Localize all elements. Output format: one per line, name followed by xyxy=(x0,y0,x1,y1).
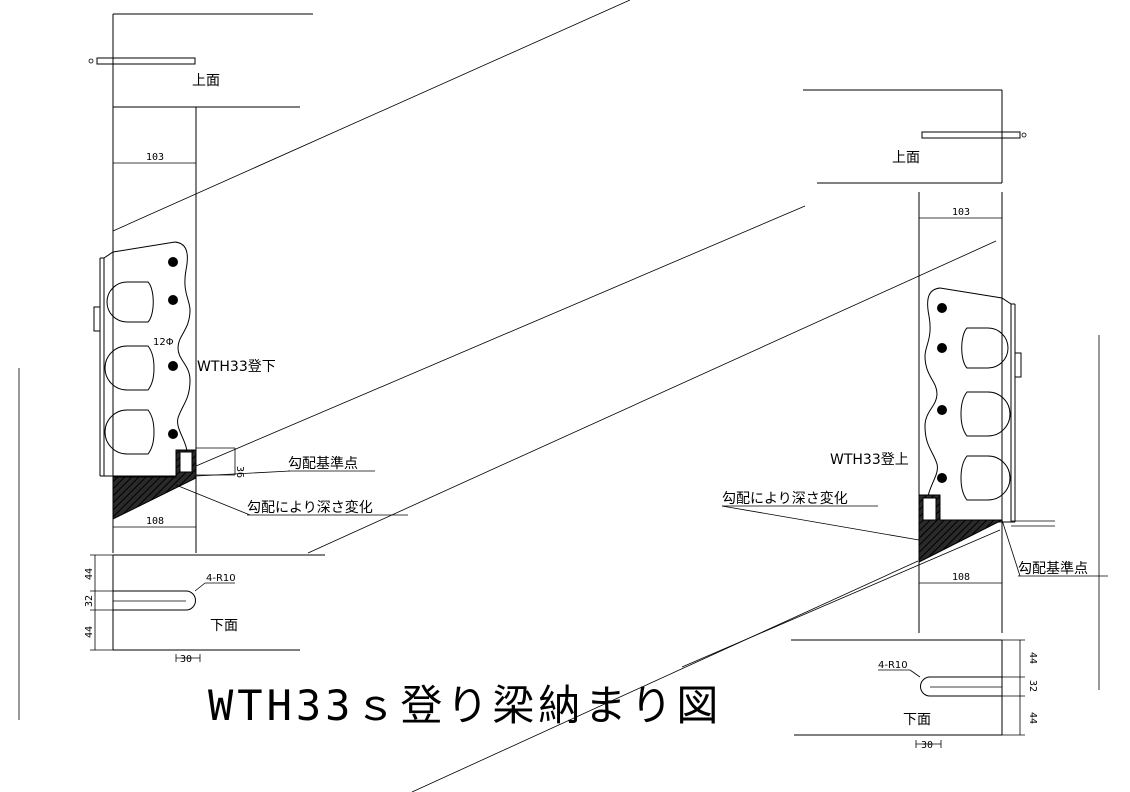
left-top-view-label: 上面 xyxy=(192,73,220,89)
left-bracket-label: WTH33登下 xyxy=(197,359,276,375)
left-dim-height: 36 xyxy=(234,466,245,478)
left-dim-width-top: 103 xyxy=(146,152,164,163)
drawing-title: WTH33ｓ登り梁納まり図 xyxy=(208,681,722,730)
left-detail: 上面 103 12Φ WTH33登下 xyxy=(84,13,408,665)
left-hole-label: 12Φ xyxy=(153,337,174,348)
left-bracket: 12Φ WTH33登下 xyxy=(93,241,276,477)
right-hatched-section xyxy=(918,494,1003,563)
beam-slope-lines xyxy=(112,0,1001,792)
left-hatched-section xyxy=(112,449,197,520)
left-top-plate xyxy=(96,57,196,65)
right-top-view-label: 上面 xyxy=(892,150,920,166)
left-bottom-view-label: 下面 xyxy=(210,618,238,634)
right-bottom-view-label: 下面 xyxy=(903,712,931,728)
right-bracket: WTH33登上 xyxy=(830,287,1022,523)
right-depth-note: 勾配により深さ変化 xyxy=(722,490,848,507)
left-ref-point-label: 勾配基準点 xyxy=(288,455,358,472)
left-dim-slot-len: 30 xyxy=(180,654,192,665)
right-dim-width-bottom: 108 xyxy=(952,572,970,583)
left-dim-width-bottom: 108 xyxy=(146,516,164,527)
right-dim-slot-len: 30 xyxy=(921,740,933,751)
left-dim-slot-c: 44 xyxy=(84,626,95,638)
left-dim-slot-a: 44 xyxy=(84,568,95,580)
right-top-view: 上面 xyxy=(803,89,1027,184)
left-bottom-view: 4-R10 下面 44 32 44 30 xyxy=(84,554,325,665)
right-bottom-view: 4-R10 下面 44 32 44 30 xyxy=(791,639,1038,751)
left-top-view: 上面 xyxy=(88,13,313,108)
left-bolt-icon xyxy=(88,58,94,64)
right-slot-radius: 4-R10 xyxy=(878,660,908,671)
left-depth-note: 勾配により深さ変化 xyxy=(247,499,373,516)
right-dim-width-top: 103 xyxy=(952,207,970,218)
left-slot-radius: 4-R10 xyxy=(206,573,236,584)
right-bolt-icon xyxy=(1021,132,1027,138)
right-bracket-label: WTH33登上 xyxy=(830,452,909,468)
right-dim-slot-a: 44 xyxy=(1027,652,1038,664)
right-top-plate xyxy=(921,131,1021,139)
right-dim-slot-b: 32 xyxy=(1027,680,1038,692)
right-detail: 上面 103 WTH33登上 勾配 xyxy=(721,89,1108,751)
left-dim-slot-b: 32 xyxy=(84,595,95,607)
right-dim-slot-c: 44 xyxy=(1027,712,1038,724)
right-ref-point-label: 勾配基準点 xyxy=(1018,560,1088,577)
